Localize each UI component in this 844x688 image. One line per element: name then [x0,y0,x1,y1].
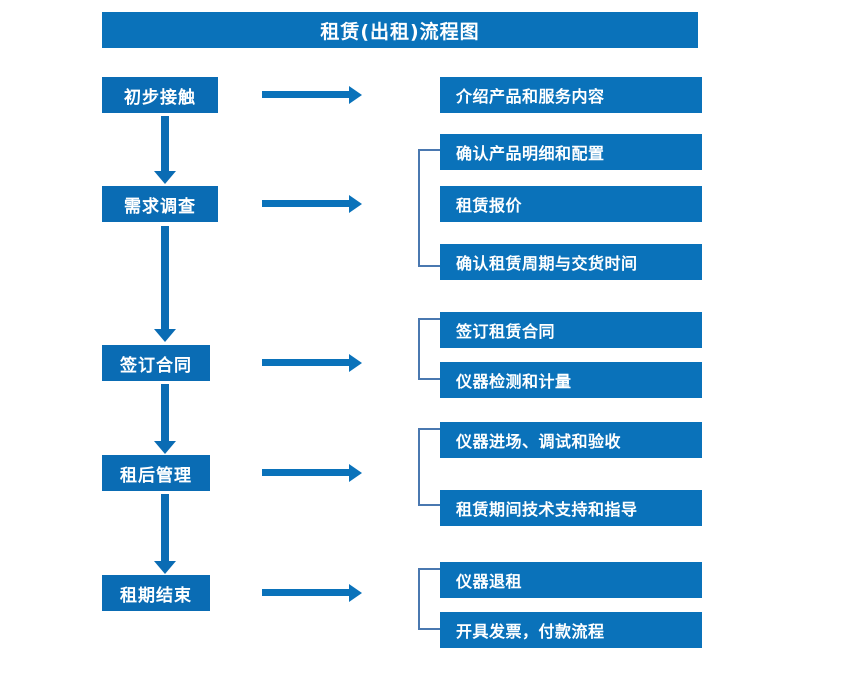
chart-title: 租赁(出租)流程图 [102,12,698,48]
stage-box-rental-end[interactable]: 租期结束 [102,575,210,611]
branch-arrow-post-rent-mgmt [262,464,362,482]
stage-box-post-rent-mgmt[interactable]: 租后管理 [102,455,210,491]
flow-arrow-initial-to-needs [152,116,178,184]
detail-box-instrument-test[interactable]: 仪器检测和计量 [440,362,702,398]
stage-box-needs-survey[interactable]: 需求调查 [102,186,218,222]
stage-box-sign-contract[interactable]: 签订合同 [102,345,210,381]
group-bracket-sign-contract [418,318,440,380]
detail-box-sign-rental-contract[interactable]: 签订租赁合同 [440,312,702,348]
flow-arrow-sign-to-post [152,384,178,454]
group-bracket-needs-survey [418,149,440,267]
detail-box-confirm-spec[interactable]: 确认产品明细和配置 [440,134,702,170]
group-bracket-post-rent-mgmt [418,428,440,506]
detail-box-instrument-onsite[interactable]: 仪器进场、调试和验收 [440,422,702,458]
detail-box-tech-support[interactable]: 租赁期间技术支持和指导 [440,490,702,526]
detail-box-confirm-period[interactable]: 确认租赁周期与交货时间 [440,244,702,280]
detail-box-rental-quote[interactable]: 租赁报价 [440,186,702,222]
branch-arrow-initial-contact [262,86,362,104]
branch-arrow-rental-end [262,584,362,602]
detail-box-intro-products[interactable]: 介绍产品和服务内容 [440,77,702,113]
detail-box-invoice-payment[interactable]: 开具发票，付款流程 [440,612,702,648]
detail-box-instrument-return[interactable]: 仪器退租 [440,562,702,598]
branch-arrow-sign-contract [262,354,362,372]
branch-arrow-needs-survey [262,195,362,213]
group-bracket-rental-end [418,568,440,630]
stage-box-initial-contact[interactable]: 初步接触 [102,77,218,113]
flow-arrow-needs-to-sign [152,226,178,342]
flow-arrow-post-to-end [152,494,178,574]
